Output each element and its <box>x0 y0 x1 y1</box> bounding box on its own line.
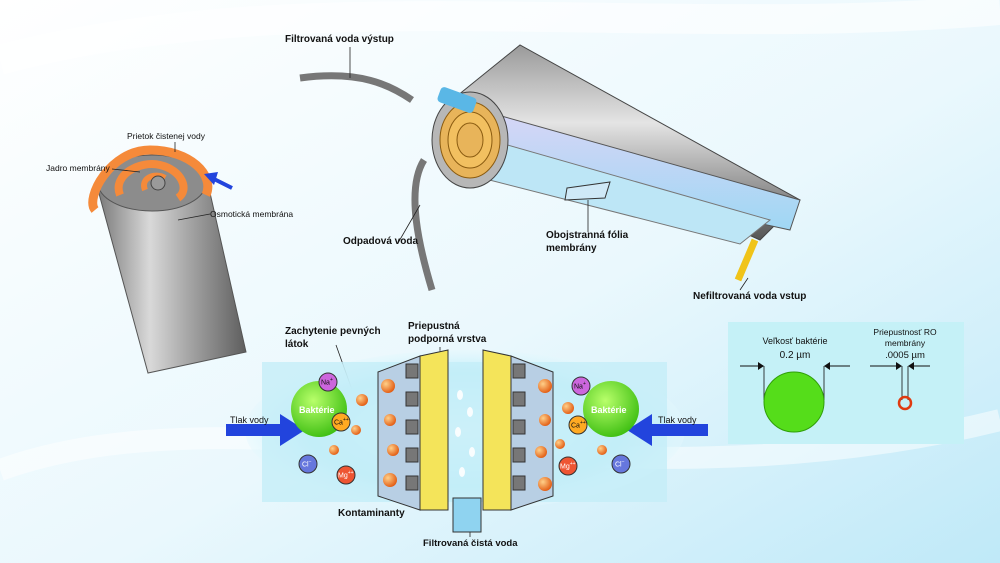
label-double-film-2: membrány <box>546 243 597 254</box>
label-bacteria-right: Baktérie <box>591 405 627 415</box>
label-double-film-1: Obojstranná fólia <box>546 230 629 241</box>
label-permeate-flow: Prietok čistenej vody <box>127 131 205 141</box>
size-comparison <box>728 322 964 444</box>
label-waste-water: Odpadová voda <box>343 236 419 247</box>
label-membrane-core: Jadro membrány <box>46 163 110 173</box>
label-bacteria-size-title: Veľkosť baktérie <box>762 336 828 346</box>
membrane-roll <box>88 145 247 374</box>
label-bacteria-size-value: 0.2 µm <box>779 350 811 361</box>
label-ro-perm-value: .0005 µm <box>885 350 925 361</box>
label-bacteria-left: Baktérie <box>299 405 335 415</box>
label-osmotic-membrane: Osmotická membrána <box>210 209 294 219</box>
filtration-cross-section <box>226 349 708 533</box>
label-unfiltered-inlet: Nefiltrovaná voda vstup <box>693 291 807 302</box>
label-ro-perm-2: membrány <box>884 338 926 348</box>
ion-mg-right: Mg++ <box>560 461 576 471</box>
ro-cartridge <box>299 44 801 292</box>
label-filtered-outlet: Filtrovaná voda výstup <box>285 34 394 45</box>
label-clean-water: Filtrovaná čistá voda <box>423 538 518 549</box>
ion-cl-right: Cl− <box>615 459 625 469</box>
label-support-layer-2: podporná vrstva <box>408 334 487 345</box>
label-water-pressure-right: Tlak vody <box>658 415 697 425</box>
ion-na-right: Na+ <box>574 381 586 391</box>
label-retained-solids-1: Zachytenie pevných <box>285 326 381 337</box>
label-retained-solids-2: látok <box>285 339 309 350</box>
label-contaminants: Kontaminanty <box>338 508 405 519</box>
ion-mg-left: Mg++ <box>338 470 354 480</box>
label-ro-perm-1: Priepustnosť RO <box>873 327 937 337</box>
ion-cl-left: Cl− <box>302 459 312 469</box>
label-water-pressure-left: Tlak vody <box>230 415 269 425</box>
ion-ca-left: Ca++ <box>334 417 349 427</box>
label-support-layer-1: Priepustná <box>408 321 460 332</box>
background-swoosh <box>0 0 1000 75</box>
ion-ca-right: Ca++ <box>571 420 586 430</box>
ion-na-left: Na+ <box>321 377 333 387</box>
